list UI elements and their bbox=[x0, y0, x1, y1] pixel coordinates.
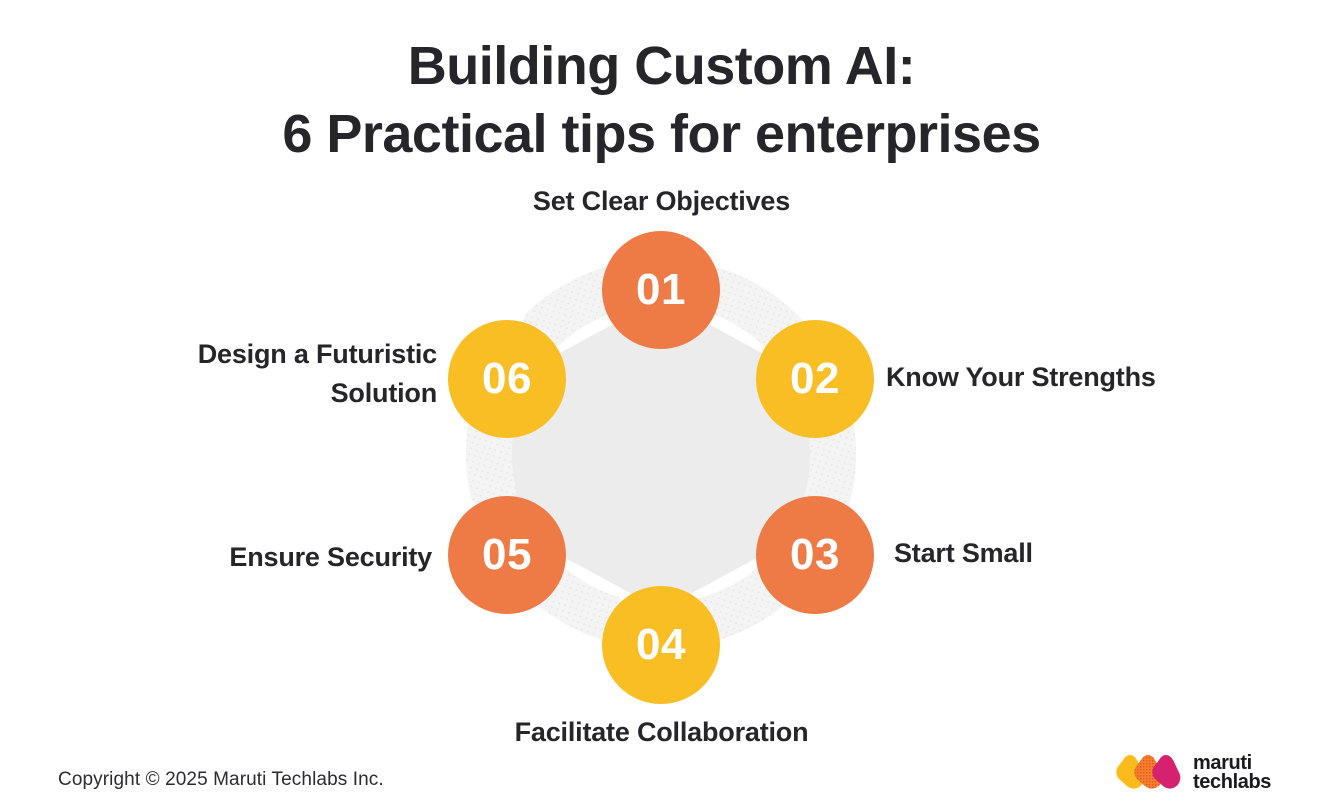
step-label-05: Ensure Security bbox=[229, 542, 432, 572]
step-label-04: Facilitate Collaboration bbox=[514, 717, 809, 747]
step-number-03: 03 bbox=[790, 530, 840, 579]
logo-text-line-1: maruti bbox=[1193, 752, 1252, 774]
step-number-06: 06 bbox=[482, 354, 532, 403]
step-node-01[interactable]: 01 bbox=[602, 231, 720, 349]
step-number-01: 01 bbox=[636, 265, 686, 314]
maruti-logo-mark-icon bbox=[1116, 755, 1181, 789]
step-node-05[interactable]: 05 bbox=[448, 496, 566, 614]
copyright-text: Copyright © 2025 Maruti Techlabs Inc. bbox=[58, 769, 384, 790]
step-label-02: Know Your Strengths bbox=[886, 362, 1156, 392]
step-node-06[interactable]: 06 bbox=[448, 320, 566, 438]
step-number-05: 05 bbox=[482, 530, 532, 579]
title-line-2: 6 Practical tips for enterprises bbox=[282, 104, 1041, 164]
center-hexagon-blob bbox=[504, 302, 818, 606]
step-node-02[interactable]: 02 bbox=[756, 320, 874, 438]
page-title: Building Custom AI: 6 Practical tips for… bbox=[0, 32, 1323, 168]
step-node-03[interactable]: 03 bbox=[756, 496, 874, 614]
step-label-01: Set Clear Objectives bbox=[532, 186, 791, 216]
step-number-04: 04 bbox=[636, 620, 686, 669]
logo-text-line-2: techlabs bbox=[1193, 771, 1271, 793]
step-node-04[interactable]: 04 bbox=[602, 586, 720, 704]
step-label-03: Start Small bbox=[894, 538, 1033, 568]
title-line-1: Building Custom AI: bbox=[407, 36, 916, 96]
step-number-02: 02 bbox=[790, 354, 840, 403]
step-label-06: Design a Futuristic Solution bbox=[197, 339, 437, 408]
maruti-techlabs-logo: maruti techlabs bbox=[1116, 752, 1271, 793]
logo-wordmark: maruti techlabs bbox=[1193, 752, 1271, 793]
